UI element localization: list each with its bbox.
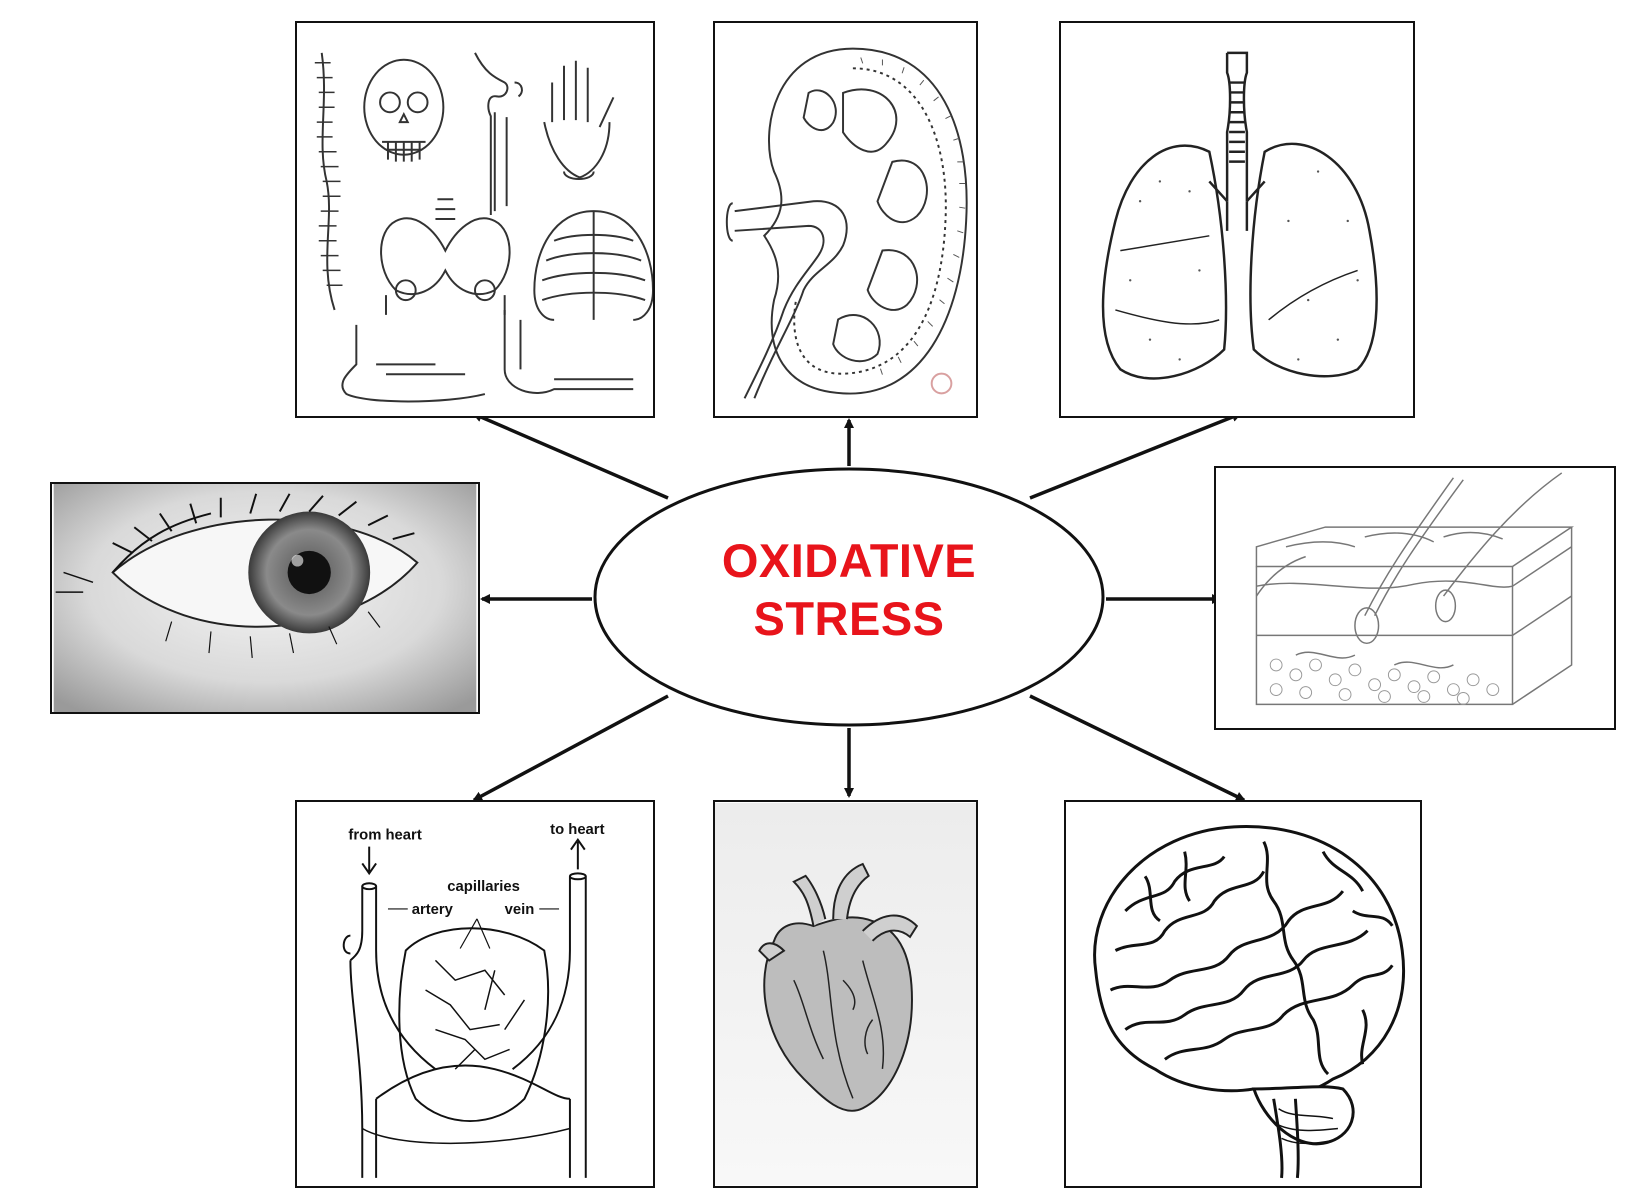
capillary-network-diagram-icon: from heart to heart capillaries artery v…	[297, 802, 653, 1186]
panel-blood-vessels: from heart to heart capillaries artery v…	[295, 800, 655, 1188]
hub-label: OXIDATIVE STRESS	[592, 532, 1106, 648]
anatomical-heart-illustration-icon	[715, 802, 976, 1186]
panel-brain	[1064, 800, 1422, 1188]
panel-eye	[50, 482, 480, 714]
panel-skeleton	[295, 21, 655, 418]
panel-skin	[1214, 466, 1616, 730]
brain-illustration-icon	[1066, 802, 1420, 1186]
to-heart-label: to heart	[550, 822, 604, 838]
eye-photo-icon	[52, 484, 478, 712]
hub-label-line1: OXIDATIVE	[592, 532, 1106, 590]
lungs-illustration-icon	[1061, 23, 1413, 416]
panel-heart	[713, 800, 978, 1188]
hub-label-line2: STRESS	[592, 590, 1106, 648]
capillaries-label: capillaries	[447, 879, 520, 895]
panel-kidney	[713, 21, 978, 418]
skin-layers-illustration-icon	[1216, 468, 1614, 728]
skeleton-bones-illustration-icon	[297, 23, 653, 416]
artery-label: artery	[412, 902, 454, 918]
from-heart-label: from heart	[348, 828, 421, 844]
vein-label: vein	[505, 902, 535, 918]
panel-lungs	[1059, 21, 1415, 418]
kidney-cross-section-illustration-icon	[715, 23, 976, 416]
